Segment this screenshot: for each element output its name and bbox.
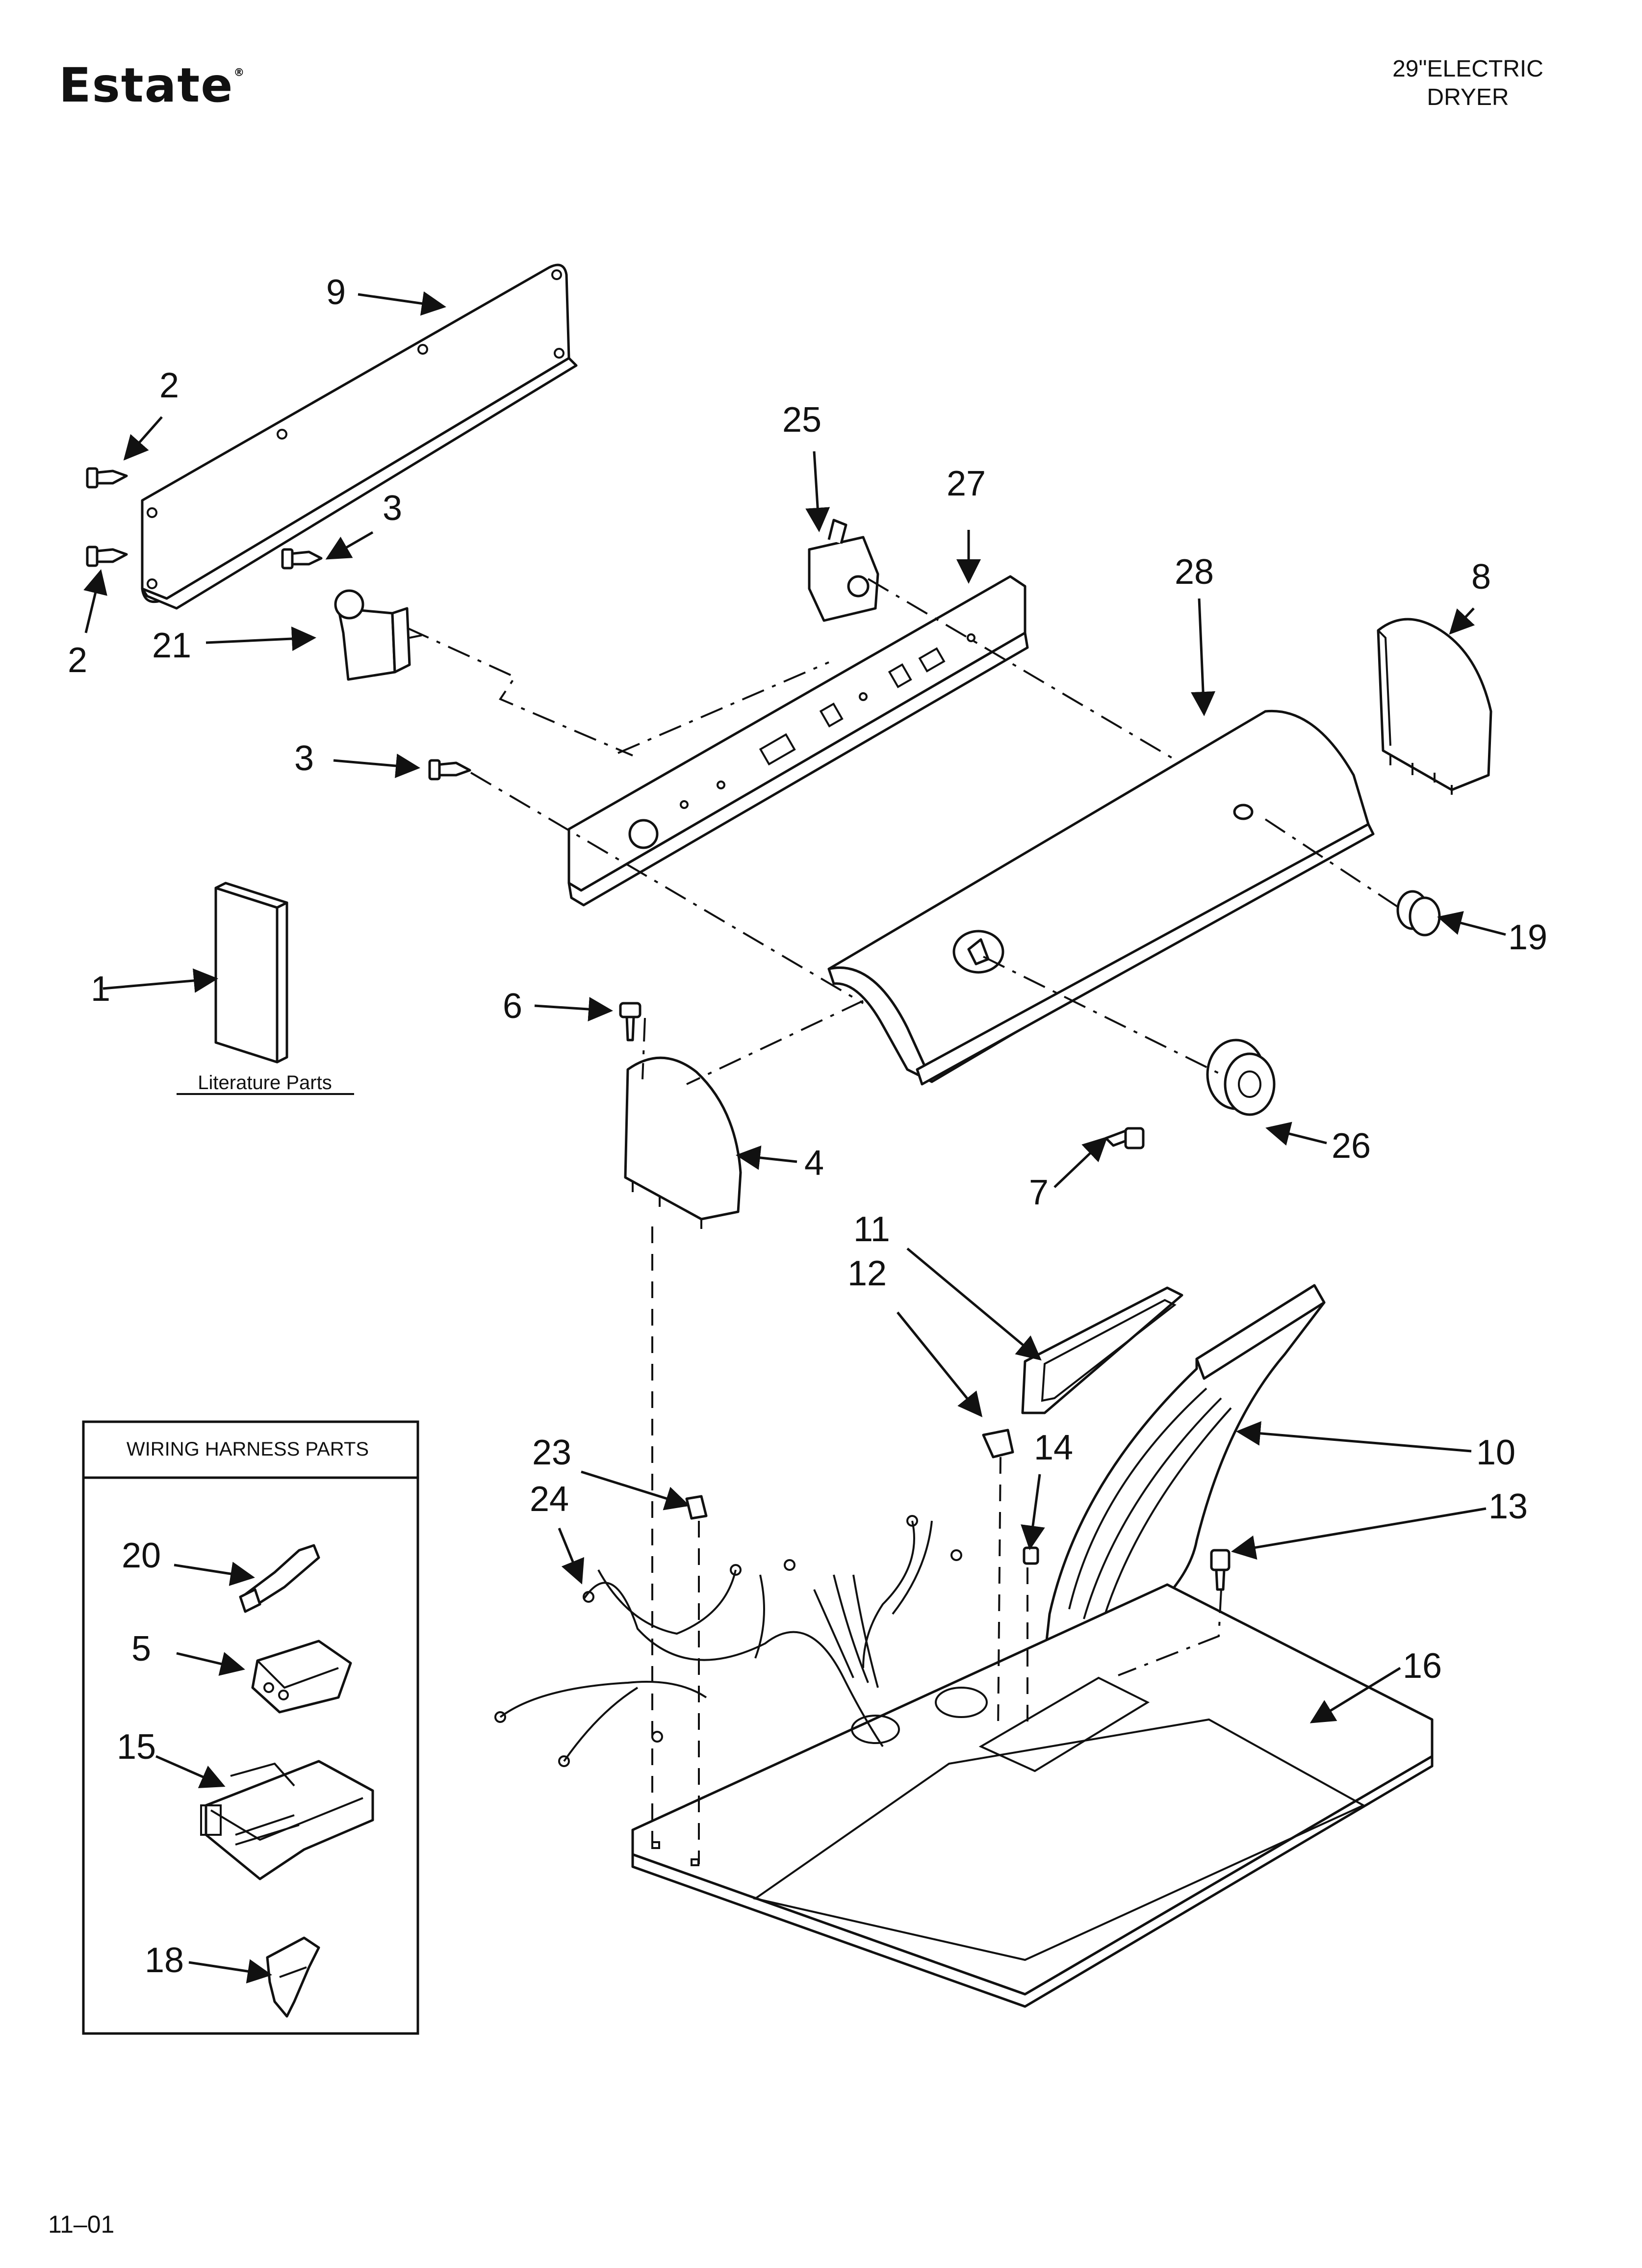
part-25-control	[808, 519, 879, 622]
callout-21: 21	[152, 626, 191, 665]
callout-4: 4	[804, 1144, 824, 1183]
part-24-wire-harness	[494, 1515, 962, 1767]
part-19-knob	[1396, 890, 1441, 937]
part-12-clip	[982, 1429, 1014, 1459]
model-line-2: DRYER	[1427, 84, 1509, 110]
model-line-1: 29"ELECTRIC	[1392, 56, 1543, 82]
part-7-screw	[1104, 1127, 1145, 1149]
part-11-lint-screen	[1021, 1286, 1183, 1414]
part-13-screw	[1210, 1549, 1231, 1591]
part-1-literature-book	[214, 882, 288, 1064]
callout-18: 18	[145, 1941, 184, 1980]
callout-2-bottom: 2	[68, 641, 87, 680]
callout-5: 5	[131, 1629, 151, 1668]
part-6-screw	[619, 1002, 641, 1042]
brand-logo: Estate®	[59, 58, 245, 113]
callout-15: 15	[117, 1727, 156, 1767]
part-26-knob	[1206, 1039, 1276, 1116]
callout-13: 13	[1488, 1487, 1528, 1526]
callout-2-top: 2	[159, 366, 179, 405]
callout-19: 19	[1508, 918, 1547, 957]
callout-3-top: 3	[383, 489, 402, 528]
callout-10: 10	[1476, 1433, 1515, 1472]
assembly-guide-lines	[407, 578, 1404, 1864]
callout-23: 23	[532, 1433, 571, 1472]
part-27-console-frame	[567, 575, 1029, 907]
part-23-clamp	[685, 1495, 708, 1520]
callout-9: 9	[326, 273, 346, 312]
callout-14: 14	[1034, 1428, 1073, 1467]
part-3-screws	[281, 548, 471, 781]
callout-6: 6	[503, 987, 522, 1026]
callout-27: 27	[947, 464, 986, 503]
callout-3-bottom: 3	[294, 739, 314, 778]
part-18-clip	[266, 1936, 320, 2018]
part-21-switch	[334, 589, 422, 681]
part-5-connector	[251, 1640, 352, 1714]
part-8-right-end-cap	[1377, 618, 1492, 795]
callout-25: 25	[782, 400, 821, 440]
callout-28: 28	[1175, 552, 1214, 592]
callout-12: 12	[847, 1254, 887, 1293]
callout-leaders	[83, 291, 1506, 1983]
part-28-console-panel	[827, 709, 1375, 1086]
part-4-left-end-cap	[624, 1056, 742, 1229]
part-14-screw	[1023, 1546, 1039, 1565]
callout-16: 16	[1403, 1646, 1442, 1686]
model-title: 29"ELECTRIC DRYER	[1340, 55, 1595, 112]
footer-date-code: 11–01	[48, 2211, 115, 2238]
part-16-base	[631, 1583, 1434, 2008]
literature-parts-caption: Literature Parts	[198, 1072, 332, 1094]
callout-26: 26	[1332, 1126, 1371, 1166]
callout-11: 11	[853, 1210, 890, 1249]
part-2-screws	[86, 467, 128, 567]
brand-name: Estate	[59, 58, 234, 113]
registered-mark: ®	[233, 67, 246, 79]
part-9-control-panel-bracket	[141, 263, 578, 610]
part-20-terminal	[239, 1544, 320, 1613]
wiring-box-frame	[82, 1420, 419, 2035]
callout-20: 20	[122, 1536, 161, 1575]
wiring-box-title: WIRING HARNESS PARTS	[127, 1438, 369, 1460]
callout-8: 8	[1471, 557, 1491, 597]
callout-7: 7	[1029, 1173, 1049, 1212]
part-15-terminal-block	[200, 1760, 374, 1880]
callout-1: 1	[91, 969, 110, 1009]
wiring-harness-parts-box: WIRING HARNESS PARTS	[82, 1420, 419, 2035]
callout-24: 24	[530, 1480, 569, 1519]
callout-numbers: 9 2 2 3 3 21 25 27 28 8 19 1 6 4 7 26 11…	[68, 273, 1547, 1980]
